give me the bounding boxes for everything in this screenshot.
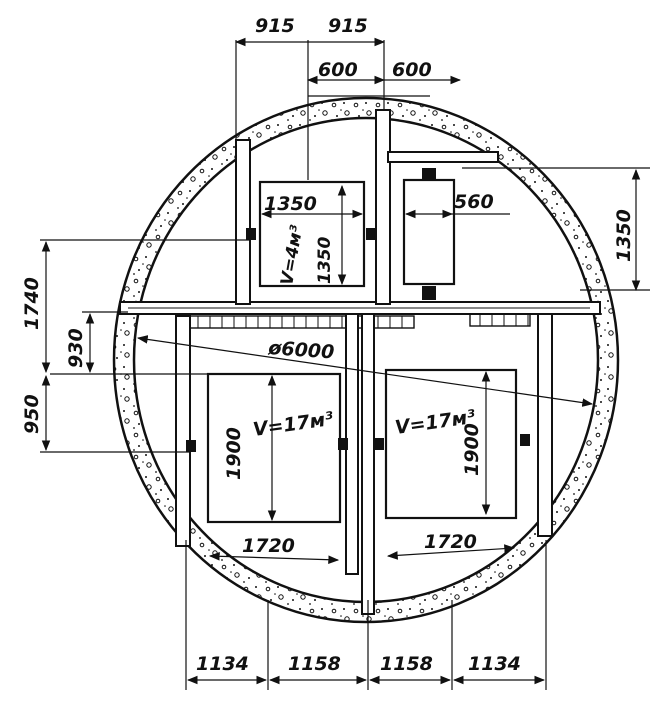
bottom-dimension-lines	[185, 540, 547, 690]
bottom-dim-4: 1134	[468, 653, 521, 675]
dim-930: 930	[65, 328, 87, 368]
big-tank-left-width: 1720	[242, 535, 295, 557]
big-tank-right-width: 1720	[424, 531, 477, 553]
dim-600-right: 600	[392, 59, 432, 81]
diameter-label: ø6000	[267, 337, 335, 364]
big-tank-right	[384, 368, 518, 520]
diameter-line	[136, 335, 594, 407]
upper-right-beam	[387, 151, 499, 163]
dim-1740: 1740	[21, 277, 43, 330]
side-tank-dims	[404, 167, 650, 292]
lower-right-column	[537, 313, 553, 537]
dim-915-right: 915	[328, 15, 368, 37]
bottom-dim-3: 1158	[380, 653, 433, 675]
big-tank-right-height: 1900	[461, 423, 483, 476]
upper-left-column	[235, 139, 251, 305]
small-tank-dims	[260, 184, 364, 286]
big-tank-left-dims	[208, 374, 340, 565]
dim-915-left: 915	[255, 15, 295, 37]
dim-600-left: 600	[318, 59, 358, 81]
lower-column-right	[361, 313, 375, 615]
bottom-dim-1: 1134	[196, 653, 249, 675]
dim-950: 950	[21, 394, 43, 434]
big-tank-right-dims	[386, 370, 516, 560]
small-tank-height: 1350	[315, 237, 335, 284]
big-tank-left-height: 1900	[223, 427, 245, 480]
left-dimension-lines	[40, 239, 250, 453]
top-dimension-lines	[234, 37, 462, 180]
clamps	[186, 168, 530, 452]
upper-column	[375, 109, 391, 305]
bottom-dim-2: 1158	[288, 653, 341, 675]
side-tank-height: 1350	[613, 209, 635, 262]
small-tank	[258, 180, 366, 288]
side-tank-width: 560	[454, 191, 494, 213]
side-tank	[402, 178, 456, 286]
lower-left-column	[175, 315, 191, 547]
small-tank-width: 1350	[264, 193, 317, 215]
